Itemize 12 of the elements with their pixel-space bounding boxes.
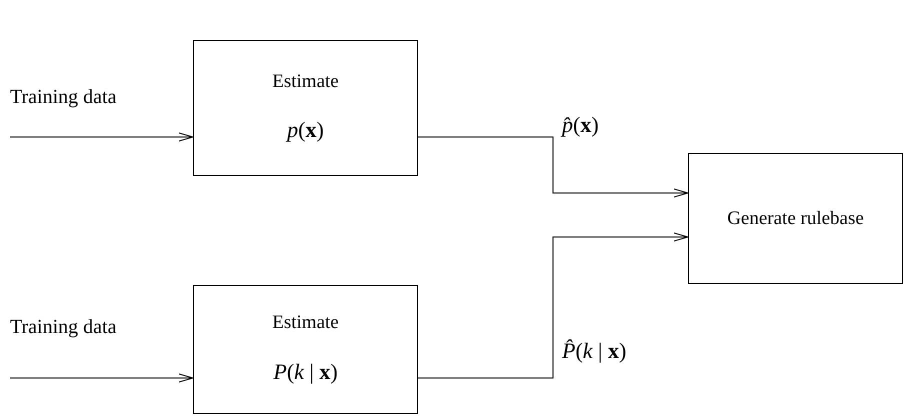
- process-box: [193, 40, 418, 176]
- box-title: Estimate: [271, 311, 340, 335]
- arrow: [10, 374, 194, 382]
- arrow: [10, 132, 194, 142]
- box-title: Estimate: [271, 70, 340, 94]
- arrow: [418, 232, 688, 378]
- formula: p(x): [287, 116, 324, 144]
- process-box: [688, 153, 903, 284]
- box-title: Generate rulebase: [726, 206, 865, 230]
- arrow: [418, 136, 688, 198]
- formula: P(k | x): [273, 358, 338, 386]
- process-box: [193, 285, 418, 414]
